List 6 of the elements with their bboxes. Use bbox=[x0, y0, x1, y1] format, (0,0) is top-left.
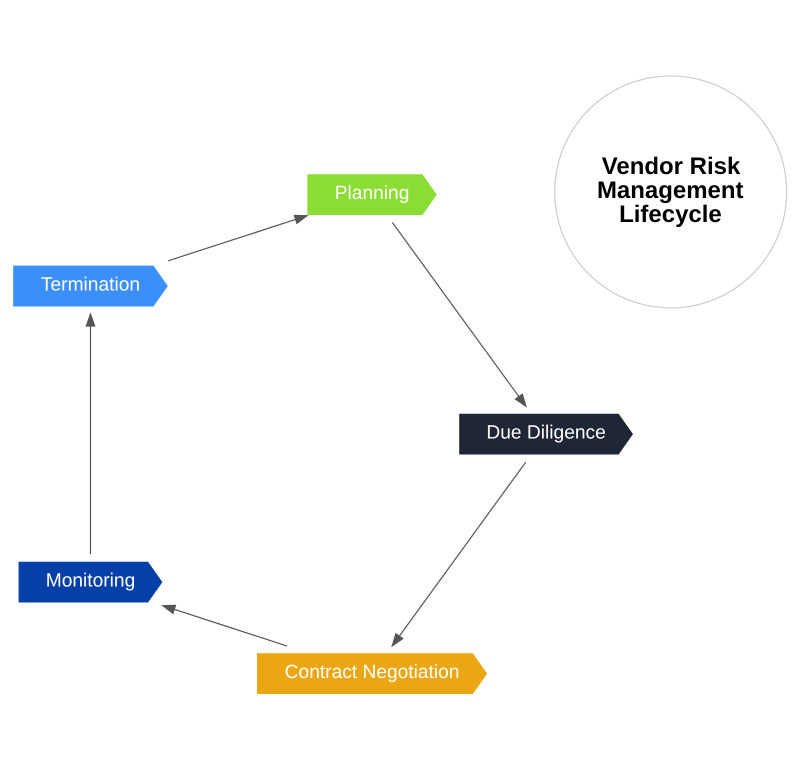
arrow bbox=[85, 312, 96, 554]
arrow bbox=[168, 214, 309, 262]
node-circle: Vendor Risk Management Lifecycle bbox=[554, 75, 788, 309]
arrow bbox=[391, 462, 526, 648]
arrow bbox=[392, 222, 527, 408]
arrow bbox=[161, 604, 288, 647]
